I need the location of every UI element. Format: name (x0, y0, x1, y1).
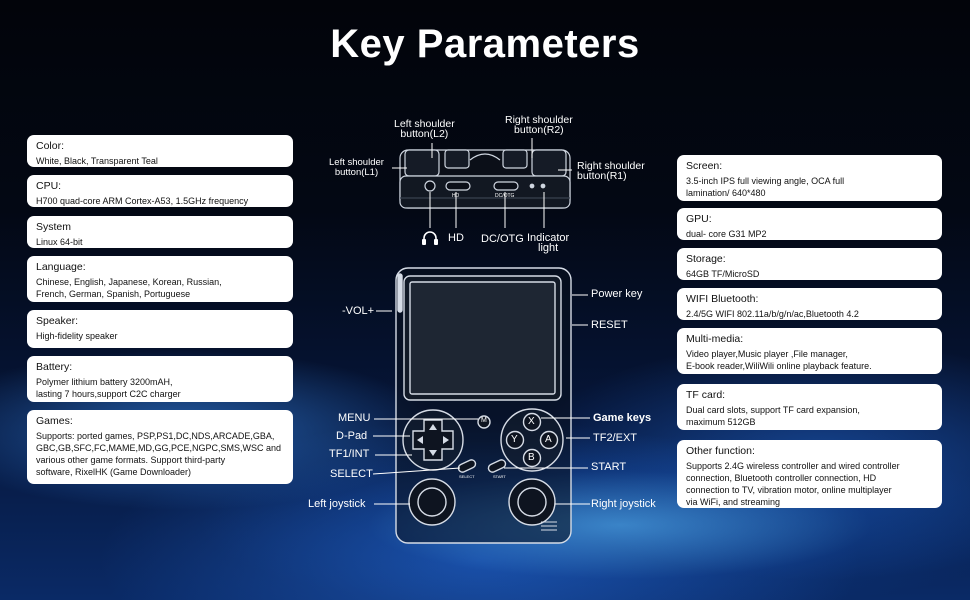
label-vol: -VOL+ (342, 305, 375, 317)
card-screen: Screen: 3.5-inch IPS full viewing angle,… (677, 155, 942, 201)
card-heading: Multi-media: (686, 333, 744, 345)
card-heading: Screen: (686, 160, 723, 172)
card-body: Polymer lithium battery 3200mAH, lasting… (36, 377, 181, 399)
device-top-view (399, 149, 571, 209)
label-start: START (591, 461, 627, 473)
card-heading: Battery: (36, 361, 73, 373)
card-body: 2.4/5G WIFI 802.11a/b/g/n/ac,Bluetooth 4… (686, 309, 859, 319)
page-title: Key Parameters (330, 22, 640, 66)
card-gpu: GPU: dual- core G31 MP2 (677, 208, 942, 240)
card-body: H700 quad-core ARM Cortex-A53, 1.5GHz fr… (36, 196, 249, 206)
card-body: Video player,Music player ,File manager,… (686, 349, 872, 371)
label-dpad: D-Pad (336, 430, 368, 442)
label-tf2: TF2/EXT (593, 432, 638, 444)
card-heading: GPU: (686, 213, 712, 225)
card-heading: TF card: (686, 389, 726, 401)
card-language: Language: Chinese, English, Japanese, Ko… (27, 256, 293, 302)
button-m-label: M (481, 417, 487, 424)
card-color: Color: White, Black, Transparent Teal (27, 135, 293, 167)
card-body: Supports 2.4G wireless controller and wi… (686, 461, 900, 507)
card-wifi-bluetooth: WIFI Bluetooth: 2.4/5G WIFI 802.11a/b/g/… (677, 288, 942, 320)
card-games: Games: Supports: ported games, PSP,PS1,D… (27, 410, 293, 484)
card-body: White, Black, Transparent Teal (36, 156, 158, 166)
card-tf-card: TF card: Dual card slots, support TF car… (677, 384, 942, 430)
label-power-key: Power key (591, 288, 643, 300)
card-body: 3.5-inch IPS full viewing angle, OCA ful… (686, 176, 845, 198)
card-battery: Battery: Polymer lithium battery 3200mAH… (27, 356, 293, 402)
card-heading: Storage: (686, 253, 726, 265)
card-body: Chinese, English, Japanese, Korean, Russ… (36, 277, 222, 299)
card-system: System Linux 64-bit (27, 216, 293, 248)
dpad-arrows (417, 424, 449, 456)
label-indicator-light: Indicator light (527, 232, 570, 254)
port-dc-label: DC/OTG (495, 193, 515, 199)
card-heading: Other function: (686, 445, 755, 457)
card-heading: System (36, 221, 72, 233)
card-multimedia: Multi-media: Video player,Music player ,… (677, 328, 942, 374)
button-x-label: X (528, 416, 535, 427)
device-top-leaders (392, 138, 572, 228)
label-right-joystick: Right joystick (591, 498, 656, 510)
device-front-view (395, 267, 572, 544)
button-a-label: A (545, 434, 552, 445)
label-menu: MENU (338, 412, 371, 424)
label-reset: RESET (591, 319, 628, 331)
label-r1: Right shoulder button(R1) (577, 160, 645, 182)
label-l1: Left shoulder button(L1) (329, 157, 384, 178)
label-dc-otg: DC/OTG (481, 233, 524, 245)
label-game-keys: Game keys (593, 412, 652, 424)
card-body: Linux 64-bit (36, 237, 83, 247)
button-y-label: Y (511, 434, 518, 445)
label-select: SELECT (330, 468, 373, 480)
card-body: High-fidelity speaker (36, 331, 118, 341)
card-other-function: Other function: Supports 2.4G wireless c… (677, 440, 942, 508)
card-heading: Speaker: (36, 315, 79, 327)
card-cpu: CPU: H700 quad-core ARM Cortex-A53, 1.5G… (27, 175, 293, 207)
card-heading: Language: (36, 261, 86, 273)
card-storage: Storage: 64GB TF/MicroSD (677, 248, 942, 280)
card-body: Supports: ported games, PSP,PS1,DC,NDS,A… (36, 431, 282, 477)
select-pill-label: SELECT (459, 474, 475, 479)
card-body: Dual card slots, support TF card expansi… (686, 405, 860, 427)
card-body: dual- core G31 MP2 (686, 229, 767, 239)
card-speaker: Speaker: High-fidelity speaker (27, 310, 293, 348)
label-tf1: TF1/INT (329, 448, 370, 460)
label-hd: HD (448, 232, 464, 244)
port-hd-label: HD (452, 193, 460, 199)
headphone-icon (423, 231, 437, 242)
label-left-joystick: Left joystick (308, 498, 366, 510)
start-pill-label: START (493, 474, 506, 479)
button-b-label: B (528, 452, 535, 463)
label-r2: Right shoulder button(R2) (505, 114, 573, 136)
card-heading: CPU: (36, 180, 62, 192)
card-heading: WIFI Bluetooth: (686, 293, 759, 305)
device-front-leaders (372, 294, 590, 505)
card-body: 64GB TF/MicroSD (686, 269, 760, 279)
card-heading: Games: (36, 415, 73, 427)
label-l2: Left shoulder button(L2) (394, 118, 455, 140)
card-heading: Color: (36, 140, 65, 152)
